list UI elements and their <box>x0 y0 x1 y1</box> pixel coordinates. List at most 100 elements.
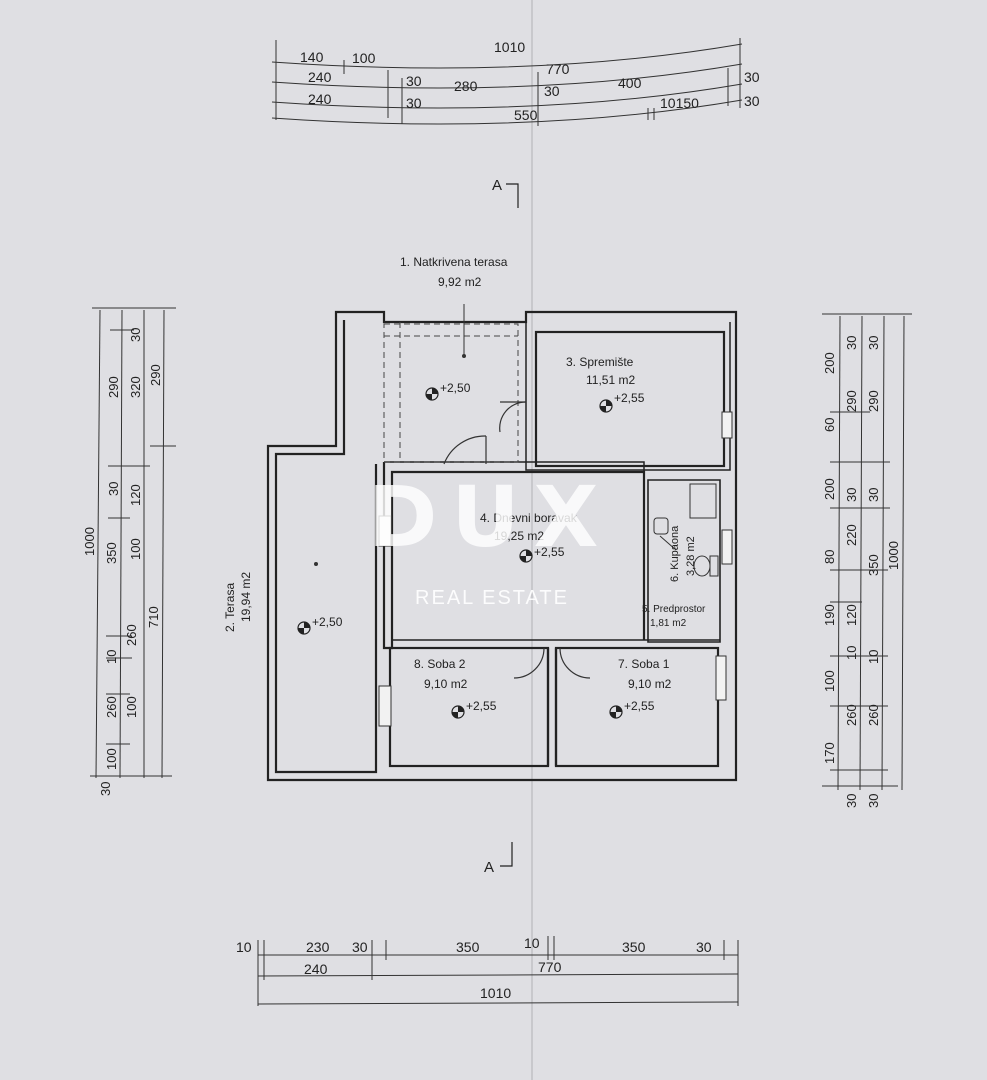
right-dim: 220 <box>844 524 859 546</box>
left-dim: 290 <box>106 376 121 398</box>
bottom-dim: 10 <box>524 935 540 951</box>
level-marker-icon <box>609 705 623 719</box>
left-dim: 10 <box>104 650 119 664</box>
bottom-dim: 240 <box>304 961 328 977</box>
right-dim: 260 <box>844 704 859 726</box>
right-dim: 30 <box>844 794 859 808</box>
room-area-hallway: 1,81 m2 <box>650 618 687 629</box>
level-marker-icon <box>519 549 533 563</box>
left-dim: 30 <box>128 328 143 342</box>
right-dim: 60 <box>822 418 837 432</box>
room-label-bedroom-2: 8. Soba 2 <box>414 657 466 671</box>
right-dim: 350 <box>866 554 881 576</box>
top-dim: 770 <box>546 61 570 77</box>
top-dim: 30 <box>406 73 422 89</box>
watermark: DUX REAL ESTATE <box>368 468 599 609</box>
top-dim: 550 <box>514 107 538 123</box>
right-dim: 120 <box>844 604 859 626</box>
right-dim: 10 <box>844 646 859 660</box>
right-dim: 200 <box>822 352 837 374</box>
level-marker-icon <box>599 399 613 413</box>
room-labels: 1. Natkrivena terasa 9,92 m2 +2,50 2. Te… <box>223 255 706 713</box>
left-dim: 260 <box>104 696 119 718</box>
right-dim: 30 <box>844 336 859 350</box>
section-marker-label: A <box>492 177 502 194</box>
level-marker-icon <box>297 621 311 635</box>
top-dimension-chains <box>271 38 743 126</box>
room-label-storage: 3. Spremište <box>566 355 634 369</box>
watermark-subtitle: REAL ESTATE <box>415 587 569 609</box>
left-dim: 30 <box>98 782 113 796</box>
bottom-dim: 30 <box>352 939 368 955</box>
room-label-covered-terrace: 1. Natkrivena terasa <box>400 255 508 269</box>
left-dim: 100 <box>128 538 143 560</box>
left-dimension-chains <box>90 307 176 779</box>
room-label-hallway: 5. Predprostor <box>642 604 706 615</box>
room-level-bedroom-2: +2,55 <box>466 699 497 713</box>
right-dim: 200 <box>822 478 837 500</box>
room-label-terrace: 2. Terasa <box>223 583 237 632</box>
left-dim: 350 <box>104 542 119 564</box>
right-dim: 30 <box>866 336 881 350</box>
top-dim: 280 <box>454 78 478 94</box>
right-dim: 260 <box>866 704 881 726</box>
left-dim: 710 <box>146 606 161 628</box>
right-dim: 30 <box>844 488 859 502</box>
right-dim: 290 <box>866 390 881 412</box>
bottom-dim: 230 <box>306 939 330 955</box>
covered-terrace-outline <box>383 322 519 463</box>
top-dim: 30 <box>406 95 422 111</box>
right-dimension-labels: 200 30 290 60 200 30 220 80 190 120 10 1… <box>822 336 901 808</box>
right-dim: 1000 <box>886 541 901 570</box>
bottom-dimension-labels: 10 230 30 350 10 350 30 240 770 1010 <box>236 935 712 1001</box>
right-dim: 80 <box>822 550 837 564</box>
room-level-terrace: +2,50 <box>312 615 343 629</box>
top-dim: 400 <box>618 75 642 91</box>
doors <box>443 401 591 679</box>
left-dim: 120 <box>128 484 143 506</box>
bottom-dim: 350 <box>456 939 480 955</box>
top-dim: 30 <box>544 83 560 99</box>
section-marker-label: A <box>484 859 494 876</box>
section-marker-top: A <box>492 177 519 208</box>
room-label-bathroom: 6. Kupaona <box>669 525 681 582</box>
left-dim: 100 <box>104 748 119 770</box>
section-marker-bottom: A <box>484 842 513 876</box>
right-dim: 30 <box>866 794 881 808</box>
room-level-covered-terrace: +2,50 <box>440 381 471 395</box>
leader-dot <box>462 354 466 358</box>
windows <box>378 411 733 727</box>
right-dim: 10 <box>866 650 881 664</box>
room-area-terrace: 19,94 m2 <box>239 572 253 622</box>
room-level-living-room: +2,55 <box>534 545 565 559</box>
right-dim: 290 <box>844 390 859 412</box>
top-dim: 140 <box>300 49 324 65</box>
right-dimension-chains <box>822 313 912 791</box>
right-dim: 30 <box>866 488 881 502</box>
room-level-storage: +2,55 <box>614 391 645 405</box>
room-area-storage: 11,51 m2 <box>586 373 635 387</box>
top-dim: 30 <box>744 69 760 85</box>
room-area-living-room: 19,25 m2 <box>494 529 544 543</box>
top-dim: 100 <box>352 50 376 66</box>
right-dim: 100 <box>822 670 837 692</box>
room-level-bedroom-1: +2,55 <box>624 699 655 713</box>
room-area-bedroom-1: 9,10 m2 <box>628 677 672 691</box>
left-dim: 30 <box>106 482 121 496</box>
left-dim: 260 <box>124 624 139 646</box>
left-dim: 290 <box>148 364 163 386</box>
bottom-dim: 10 <box>236 939 252 955</box>
top-dim: 30 <box>744 93 760 109</box>
bottom-dim: 350 <box>622 939 646 955</box>
top-dim: 240 <box>308 91 332 107</box>
walls <box>266 310 738 782</box>
left-dim: 320 <box>128 376 143 398</box>
left-dim: 1000 <box>82 527 97 556</box>
left-dimension-labels: 1000 30 290 30 350 10 260 100 30 320 120… <box>82 328 163 796</box>
room-area-bathroom: 3,28 m2 <box>685 536 697 576</box>
top-dim: 10150 <box>660 95 699 111</box>
room-area-bedroom-2: 9,10 m2 <box>424 677 468 691</box>
bottom-dim: 1010 <box>480 985 511 1001</box>
